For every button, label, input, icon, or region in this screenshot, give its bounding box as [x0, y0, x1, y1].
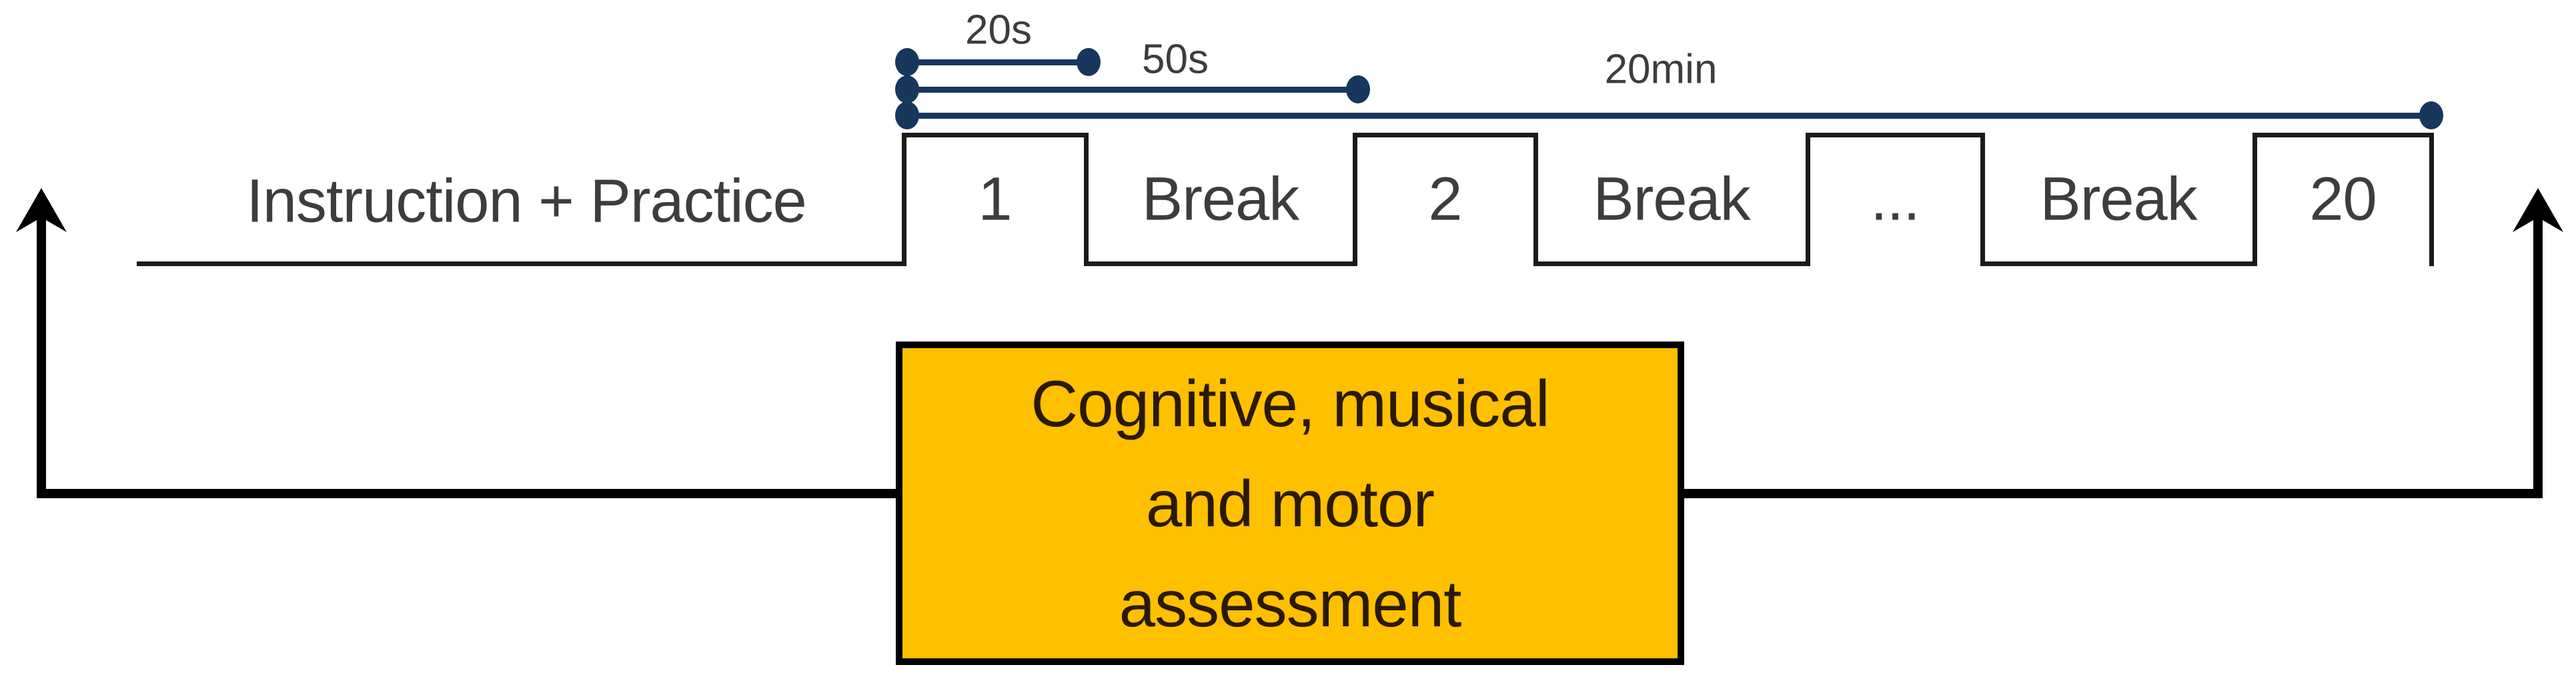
duration-label: 20s [965, 7, 1032, 53]
trial-label: 1 [978, 165, 1012, 233]
connector-line-right [1684, 489, 2543, 498]
wave-edge-vertical [902, 133, 906, 266]
duration-line [907, 59, 1089, 65]
duration-line [907, 113, 2431, 119]
assessment-box-text-line3: assessment [1119, 566, 1462, 640]
up-arrow-icon [2513, 188, 2563, 232]
break-label: Break [2040, 165, 2197, 233]
wave-high-segment [904, 133, 1086, 137]
assessment-box: Cognitive, musical and motor assessment [896, 342, 1684, 665]
wave-low-segment [1982, 261, 2255, 266]
up-arrow-icon [16, 188, 67, 232]
instruction-practice-label: Instruction + Practice [246, 167, 807, 235]
duration-endpoint-dot [2419, 101, 2443, 129]
right-arrow-shaft [2533, 197, 2543, 498]
wave-low-segment [1535, 261, 1808, 266]
wave-edge-vertical [1533, 133, 1538, 266]
wave-high-segment [1355, 133, 1535, 137]
duration-endpoint-dot [895, 101, 919, 129]
trial-label: 2 [1428, 165, 1462, 233]
wave-edge-vertical [1980, 133, 1985, 266]
duration-label: 50s [1142, 36, 1209, 83]
break-label: Break [1593, 165, 1750, 233]
duration-label: 20min [1604, 46, 1718, 93]
duration-endpoint-dot [895, 75, 919, 103]
wave-baseline [137, 261, 904, 266]
wave-edge-vertical [1806, 133, 1810, 266]
wave-edge-vertical [2429, 133, 2434, 266]
wave-edge-vertical [1353, 133, 1357, 266]
assessment-box-text-line1: Cognitive, musical [1031, 366, 1549, 440]
duration-line [907, 87, 1358, 93]
trial-label: ... [1870, 165, 1920, 233]
break-label: Break [1141, 165, 1299, 233]
wave-edge-vertical [1084, 133, 1089, 266]
left-arrow-shaft [37, 197, 46, 498]
duration-endpoint-dot [895, 48, 919, 76]
duration-endpoint-dot [1077, 48, 1101, 76]
trial-label: 20 [2309, 165, 2377, 233]
wave-high-segment [1808, 133, 1982, 137]
assessment-box-text-line2: and motor [1145, 466, 1435, 540]
wave-high-segment [2255, 133, 2431, 137]
connector-line-left [37, 489, 896, 498]
duration-endpoint-dot [1346, 75, 1370, 103]
wave-edge-vertical [2252, 133, 2257, 266]
wave-low-segment [1086, 261, 1355, 266]
